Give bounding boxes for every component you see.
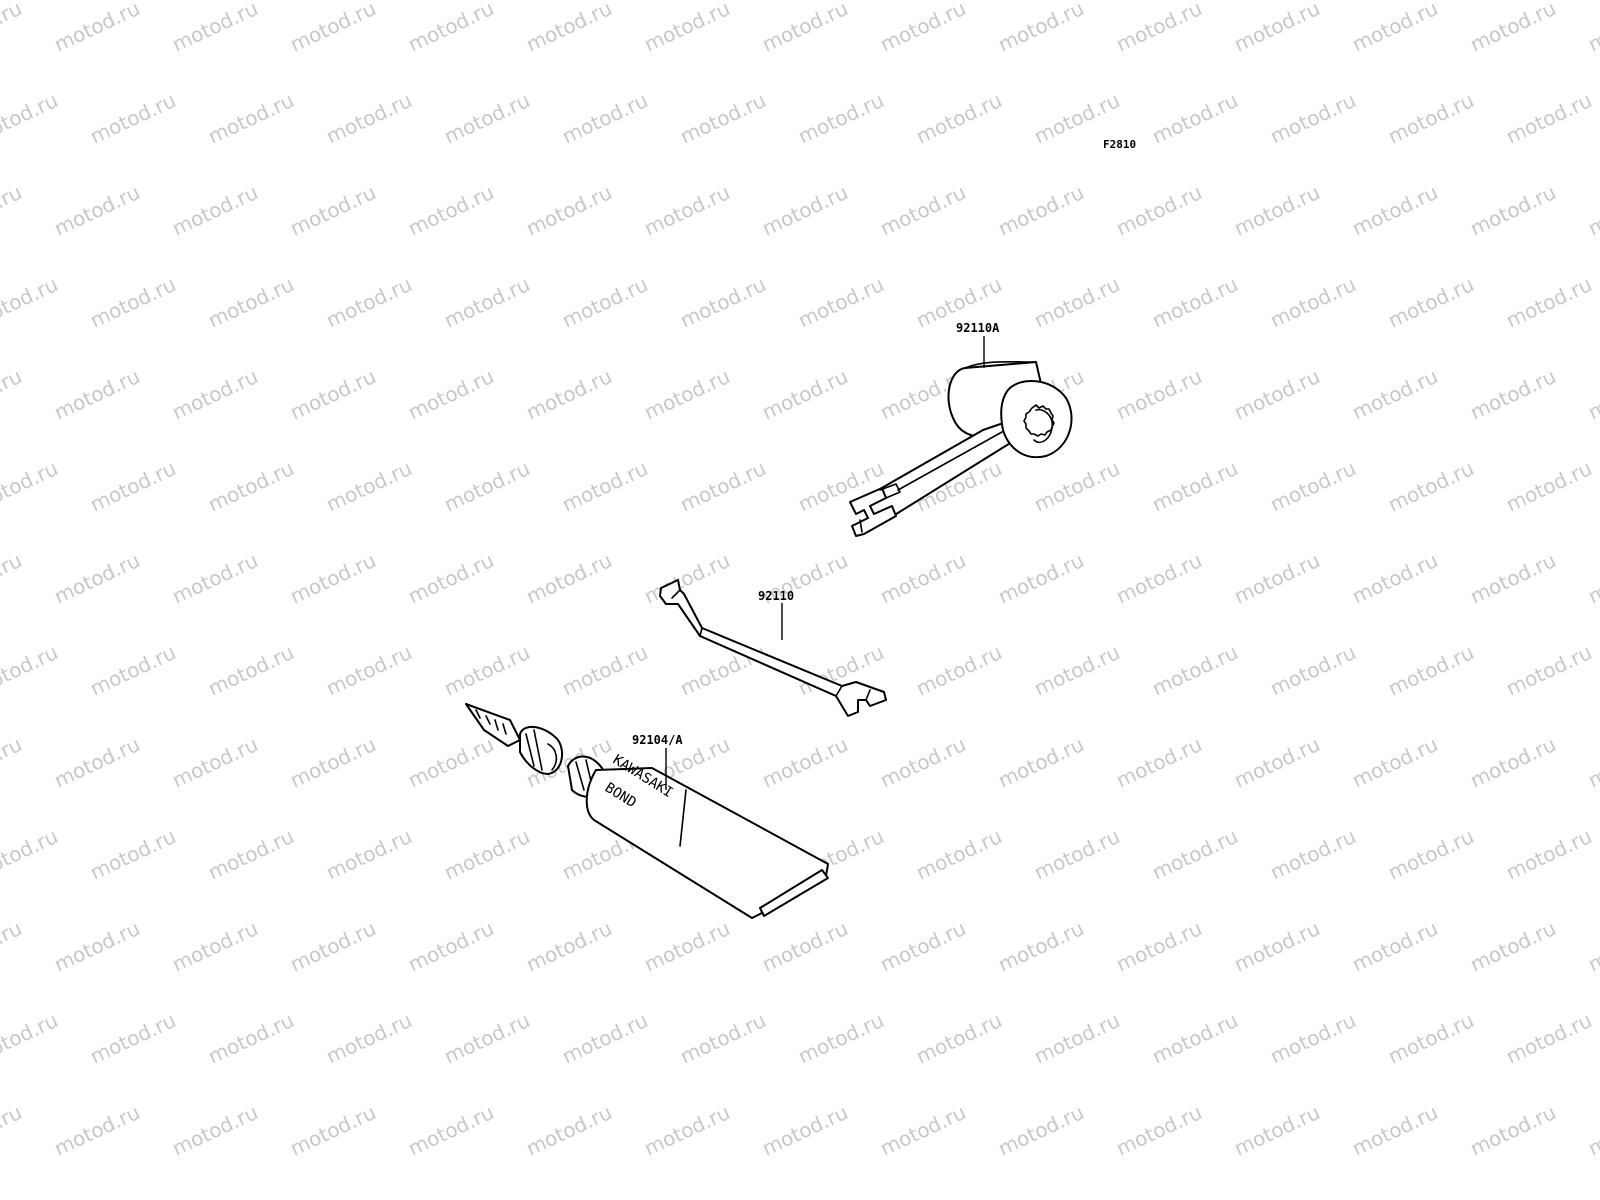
label-92104a: 92104/A [632,733,683,747]
spanner-92110a[interactable]: 92110A [849,321,1073,537]
wrench-92110[interactable]: 92110 [659,579,887,717]
label-92110a: 92110A [956,321,1000,335]
bond-tube-92104a[interactable]: KAWASAKI BOND 92104/A [465,703,829,919]
label-92110: 92110 [758,589,794,603]
figure-code: F2810 [1103,138,1136,151]
